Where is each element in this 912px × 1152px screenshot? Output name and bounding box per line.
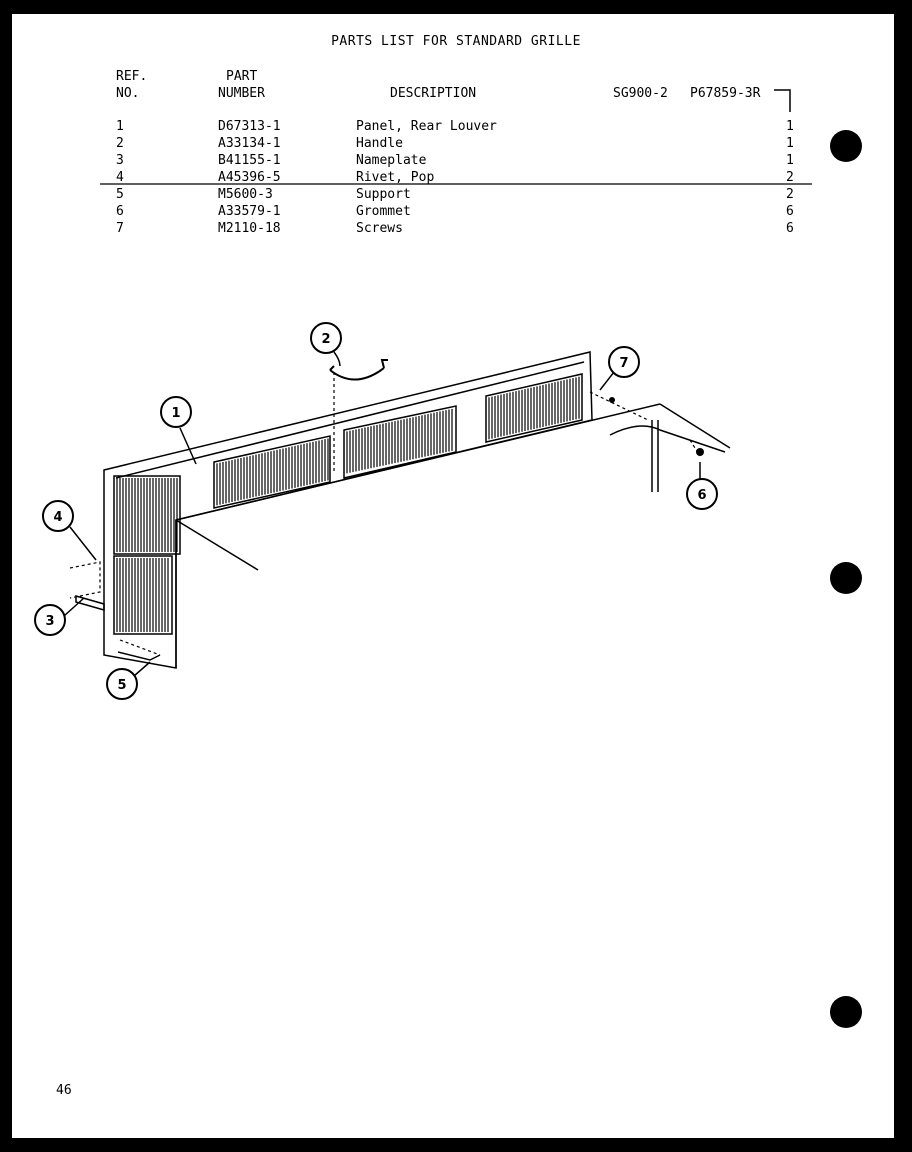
screw-part	[609, 397, 615, 403]
description-cell: Panel, Rear Louver	[356, 119, 497, 134]
table-row: 3 B41155-1 Nameplate 1	[0, 152, 912, 169]
table-row: 4 A45396-5 Rivet, Pop 2	[0, 169, 912, 186]
page-number: 46	[56, 1083, 72, 1098]
callout-3: 3	[34, 604, 66, 636]
description-cell: Screws	[356, 221, 403, 236]
callout-label: 6	[697, 488, 706, 503]
table-row: 7 M2110-18 Screws 6	[0, 220, 912, 237]
support-part	[117, 651, 161, 661]
callout-label: 3	[45, 614, 54, 629]
table-row: 2 A33134-1 Handle 1	[0, 135, 912, 152]
callout-label: 5	[117, 678, 126, 693]
binder-hole	[830, 130, 862, 162]
louver-slats	[116, 376, 580, 632]
table-row: 6 A33579-1 Grommet 6	[0, 203, 912, 220]
col-ref-line1: REF.	[116, 69, 148, 84]
col-ref-line2: NO.	[116, 86, 140, 101]
rear-louver-panel	[103, 351, 731, 669]
qty-cell: 6	[786, 204, 794, 219]
col-part-line1: PART	[226, 69, 258, 84]
callout-label: 4	[53, 510, 62, 525]
callout-label: 7	[619, 356, 628, 371]
description-cell: Nameplate	[356, 153, 427, 168]
callout-6: 6	[686, 478, 718, 510]
dashed-leaders	[69, 372, 701, 656]
part-number-cell: M2110-18	[218, 221, 281, 236]
nameplate-part	[75, 595, 105, 611]
callout-5: 5	[106, 668, 138, 700]
part-number-cell: A45396-5	[218, 170, 281, 185]
page-title: PARTS LIST FOR STANDARD GRILLE	[331, 34, 581, 49]
qty-cell: 1	[786, 136, 794, 151]
ref-cell: 5	[116, 187, 124, 202]
col-part-header: PART NUMBER	[218, 68, 265, 102]
callout-1: 1	[160, 396, 192, 428]
callout-bubbles: 1 2 3 4 5 6 7	[34, 322, 718, 700]
description-cell: Grommet	[356, 204, 411, 219]
col-model1-header: SG900-2	[613, 86, 668, 101]
callout-leaders	[63, 351, 701, 677]
col-ref-header: REF. NO.	[116, 68, 147, 102]
callout-4: 4	[42, 500, 74, 532]
description-cell: Handle	[356, 136, 403, 151]
col-model2-header: P67859-3R	[690, 86, 761, 101]
qty-cell: 1	[786, 153, 794, 168]
qty-cell: 2	[786, 187, 794, 202]
col-description-header: DESCRIPTION	[390, 86, 477, 101]
qty-cell: 6	[786, 221, 794, 236]
ref-cell: 6	[116, 204, 124, 219]
col-part-line2: NUMBER	[218, 86, 265, 101]
part-number-cell: D67313-1	[218, 119, 281, 134]
ref-cell: 4	[116, 170, 124, 185]
callout-2: 2	[310, 322, 342, 354]
ref-cell: 7	[116, 221, 124, 236]
column-bracket	[774, 89, 791, 112]
ref-cell: 1	[116, 119, 124, 134]
qty-cell: 2	[786, 170, 794, 185]
callout-label: 1	[171, 406, 180, 421]
handle-part	[329, 359, 388, 381]
callout-label: 2	[321, 332, 330, 347]
binder-hole	[830, 562, 862, 594]
table-row: 5 M5600-3 Support 2	[0, 186, 912, 203]
description-cell: Rivet, Pop	[356, 170, 435, 185]
louver-grille	[113, 373, 583, 635]
ref-cell: 2	[116, 136, 124, 151]
description-cell: Support	[356, 187, 411, 202]
part-number-cell: B41155-1	[218, 153, 281, 168]
table-row: 1 D67313-1 Panel, Rear Louver 1	[0, 118, 912, 135]
callout-7: 7	[608, 346, 640, 378]
part-number-cell: A33579-1	[218, 204, 281, 219]
part-number-cell: A33134-1	[218, 136, 281, 151]
binder-hole	[830, 996, 862, 1028]
grommet-part	[696, 448, 704, 456]
part-number-cell: M5600-3	[218, 187, 273, 202]
qty-cell: 1	[786, 119, 794, 134]
ref-cell: 3	[116, 153, 124, 168]
